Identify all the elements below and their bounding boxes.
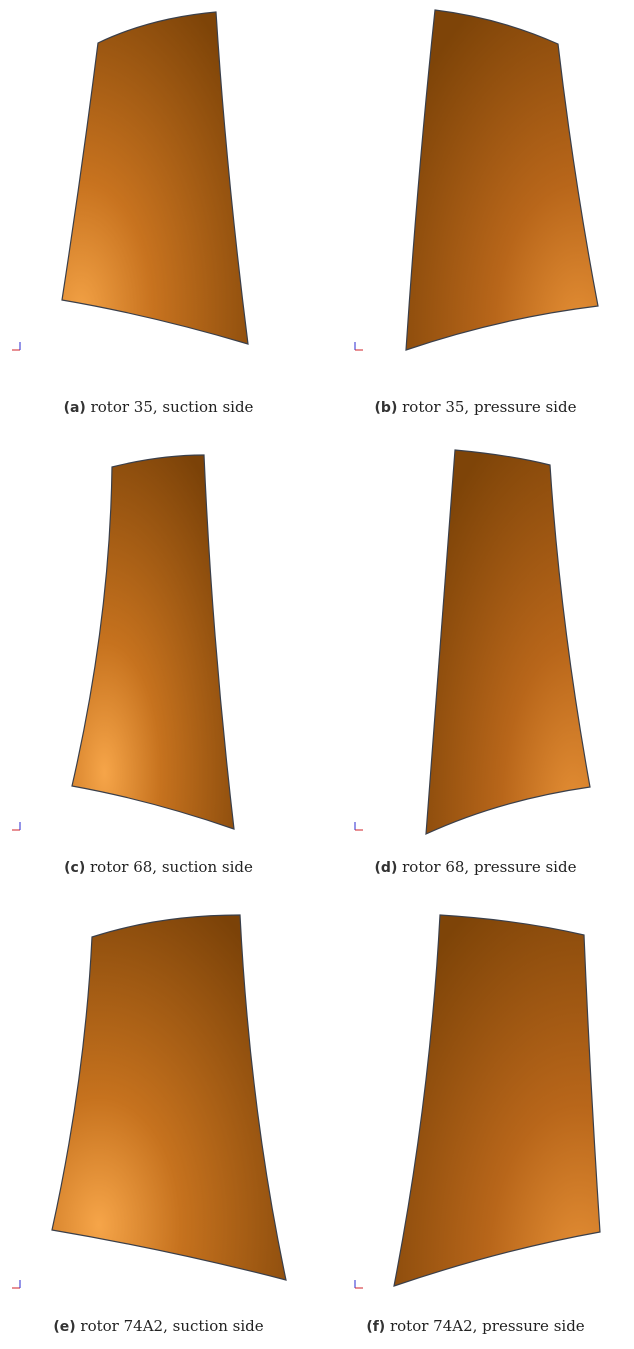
caption-text-c: rotor 68, suction side — [90, 858, 253, 876]
caption-text-a: rotor 35, suction side — [90, 398, 254, 416]
caption-d: (d) rotor 68, pressure side — [317, 858, 634, 876]
blade-f — [393, 914, 601, 1287]
caption-label-d: (d) — [374, 860, 398, 876]
caption-e: (e) rotor 74A2, suction side — [0, 1317, 317, 1335]
caption-f: (f) rotor 74A2, pressure side — [317, 1317, 634, 1335]
axis-marker-e — [12, 1280, 21, 1289]
caption-c: (c) rotor 68, suction side — [0, 858, 317, 876]
axis-marker-c — [12, 822, 21, 831]
caption-label-f: (f) — [366, 1319, 386, 1335]
caption-text-d: rotor 68, pressure side — [402, 858, 577, 876]
blade-d — [425, 449, 591, 835]
caption-label-c: (c) — [64, 860, 86, 876]
caption-label-a: (a) — [63, 400, 86, 416]
blade-a — [61, 11, 249, 345]
caption-text-f: rotor 74A2, pressure side — [389, 1317, 585, 1335]
caption-text-e: rotor 74A2, suction side — [80, 1317, 264, 1335]
caption-label-e: (e) — [53, 1319, 76, 1335]
blade-c — [71, 454, 235, 830]
caption-text-b: rotor 35, pressure side — [402, 398, 577, 416]
caption-b: (b) rotor 35, pressure side — [317, 398, 634, 416]
blade-e — [51, 914, 287, 1281]
caption-label-b: (b) — [374, 400, 398, 416]
axis-marker-a — [12, 342, 21, 351]
axis-marker-f — [354, 1280, 363, 1289]
caption-a: (a) rotor 35, suction side — [0, 398, 317, 416]
axis-marker-b — [354, 342, 363, 351]
axis-marker-d — [354, 822, 363, 831]
blade-b — [405, 9, 599, 351]
